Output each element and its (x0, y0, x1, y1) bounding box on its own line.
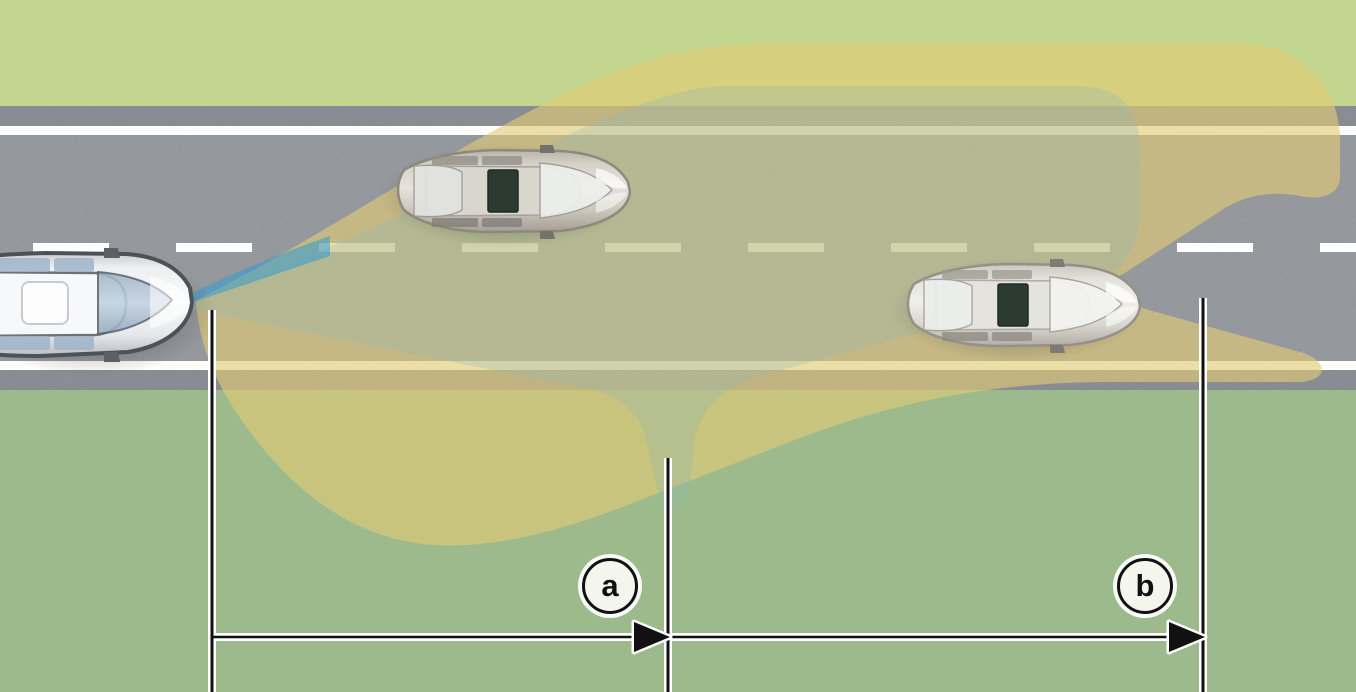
measurement-badge-a[interactable]: a (582, 558, 638, 614)
measurement-arrowhead-b (1166, 619, 1208, 655)
measurement-arrowhead-a (631, 619, 673, 655)
radar-cone (189, 86, 1140, 508)
measurement-badge-a-label: a (601, 567, 619, 603)
target-vehicle-far (890, 258, 1142, 362)
measurement-halo (208, 298, 1207, 692)
measurement-rules (210, 298, 1205, 692)
ego-vehicle (0, 248, 218, 376)
target-vehicle-near (379, 144, 632, 248)
measurement-badge-b[interactable]: b (1117, 558, 1173, 614)
measurement-badge-b-label: b (1135, 567, 1155, 603)
